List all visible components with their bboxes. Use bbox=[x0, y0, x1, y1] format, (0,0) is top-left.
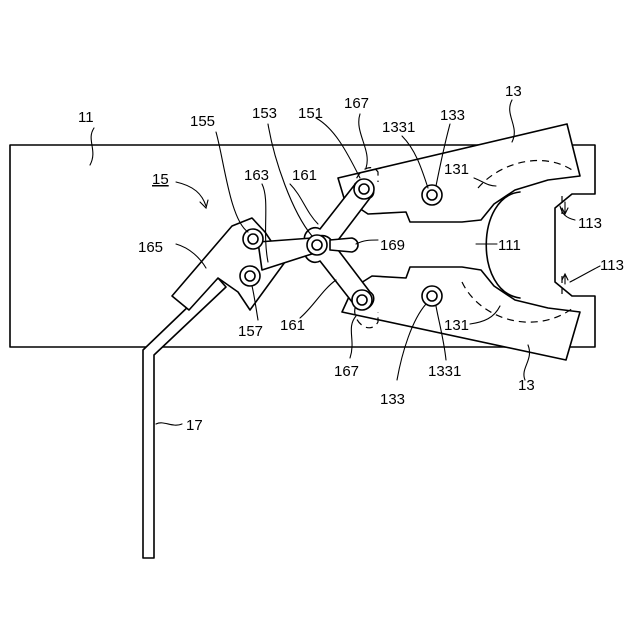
label-151: 151 bbox=[298, 105, 323, 122]
label-153: 153 bbox=[252, 105, 277, 122]
lever-rod bbox=[143, 278, 226, 558]
label-13-bottom: 13 bbox=[518, 377, 535, 394]
jaw-bottom bbox=[342, 267, 580, 360]
label-163: 163 bbox=[244, 167, 269, 184]
label-133-bottom: 133 bbox=[380, 391, 405, 408]
pivot-155 bbox=[243, 229, 263, 249]
label-111: 111 bbox=[498, 237, 521, 254]
label-161-bottom: 161 bbox=[280, 317, 305, 334]
label-15: 15 bbox=[152, 171, 169, 188]
label-17: 17 bbox=[186, 417, 203, 434]
pivot-bottom bbox=[352, 290, 372, 310]
label-133-top: 133 bbox=[440, 107, 465, 124]
label-167-top: 167 bbox=[344, 95, 369, 112]
label-155: 155 bbox=[190, 113, 215, 130]
label-1331-top: 1331 bbox=[382, 119, 415, 136]
label-169: 169 bbox=[380, 237, 405, 254]
jaw-pin-top bbox=[422, 185, 442, 205]
label-167-bottom: 167 bbox=[334, 363, 359, 380]
jaw-pin-bottom bbox=[422, 286, 442, 306]
arrow-bottom-113 bbox=[562, 274, 568, 284]
label-131-bottom: 131 bbox=[444, 317, 469, 334]
pivot-151 bbox=[354, 179, 374, 199]
label-113-bottom: 113 bbox=[600, 257, 624, 274]
slot-169 bbox=[330, 238, 358, 252]
label-1331-bottom: 1331 bbox=[428, 363, 461, 380]
label-165: 165 bbox=[138, 239, 163, 256]
label-13-top: 13 bbox=[505, 83, 522, 100]
pivot-157 bbox=[240, 266, 260, 286]
label-161-top: 161 bbox=[292, 167, 317, 184]
label-113-top: 113 bbox=[578, 215, 602, 232]
pivot-153 bbox=[307, 235, 327, 255]
label-131-top: 131 bbox=[444, 161, 469, 178]
label-157: 157 bbox=[238, 323, 263, 340]
label-11: 11 bbox=[78, 109, 94, 126]
